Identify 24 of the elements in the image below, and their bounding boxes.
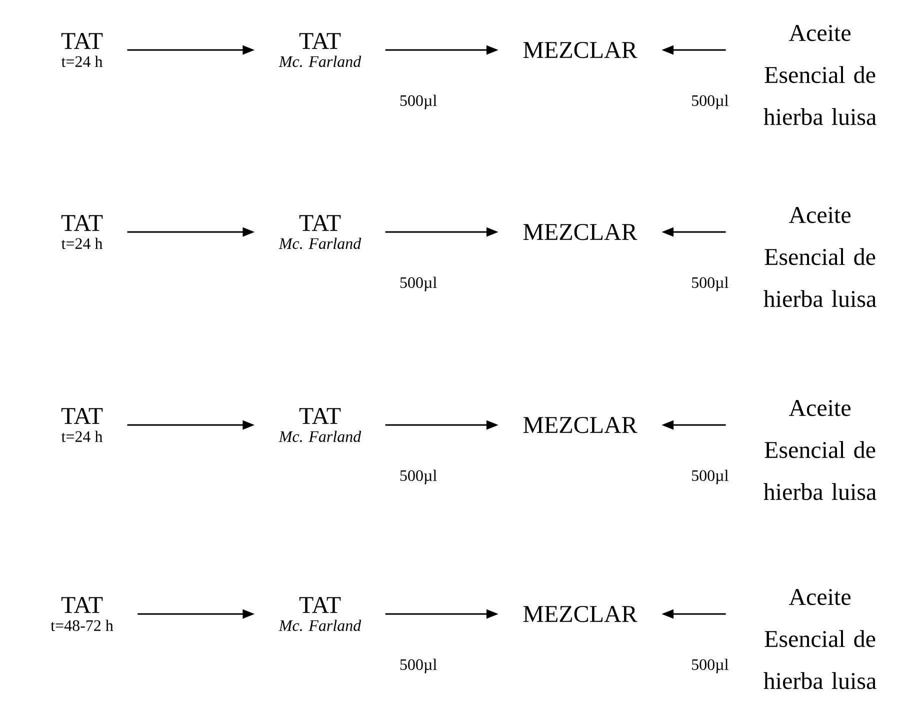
- volume-label: 500µl: [400, 658, 437, 674]
- step-label: MEZCLAR: [523, 42, 638, 58]
- culture-label: TAT Mc. Farland: [278, 408, 362, 442]
- oil-label: Aceite Esencial de hierba luisa: [764, 400, 876, 500]
- volume-label: 500µl: [692, 276, 728, 292]
- culture-label: TAT Mc. Farland: [278, 214, 362, 250]
- culture-label: TAT t=24 h: [61, 215, 103, 249]
- oil-label: Aceite Esencial de hierba luisa: [764, 588, 876, 690]
- volume-label: 500µl: [400, 94, 437, 110]
- culture-label: TAT Mc. Farland: [278, 32, 362, 68]
- culture-label: TAT t=24 h: [61, 33, 103, 67]
- volume-label: 500µl: [400, 276, 437, 292]
- culture-label: TAT t=24 h: [61, 408, 103, 442]
- oil-label: Aceite Esencial de hierba luisa: [764, 206, 876, 308]
- oil-label: Aceite Esencial de hierba luisa: [764, 24, 876, 126]
- volume-label: 500µl: [692, 658, 728, 674]
- volume-label: 500µl: [692, 94, 728, 110]
- culture-label: TAT t=48-72 h: [50, 597, 114, 631]
- step-label: MEZCLAR: [523, 224, 638, 240]
- step-label: MEZCLAR: [523, 416, 638, 434]
- volume-label: 500µl: [400, 470, 437, 484]
- step-label: MEZCLAR: [523, 606, 638, 622]
- volume-label: 500µl: [692, 470, 728, 484]
- culture-label: TAT Mc. Farland: [278, 596, 362, 632]
